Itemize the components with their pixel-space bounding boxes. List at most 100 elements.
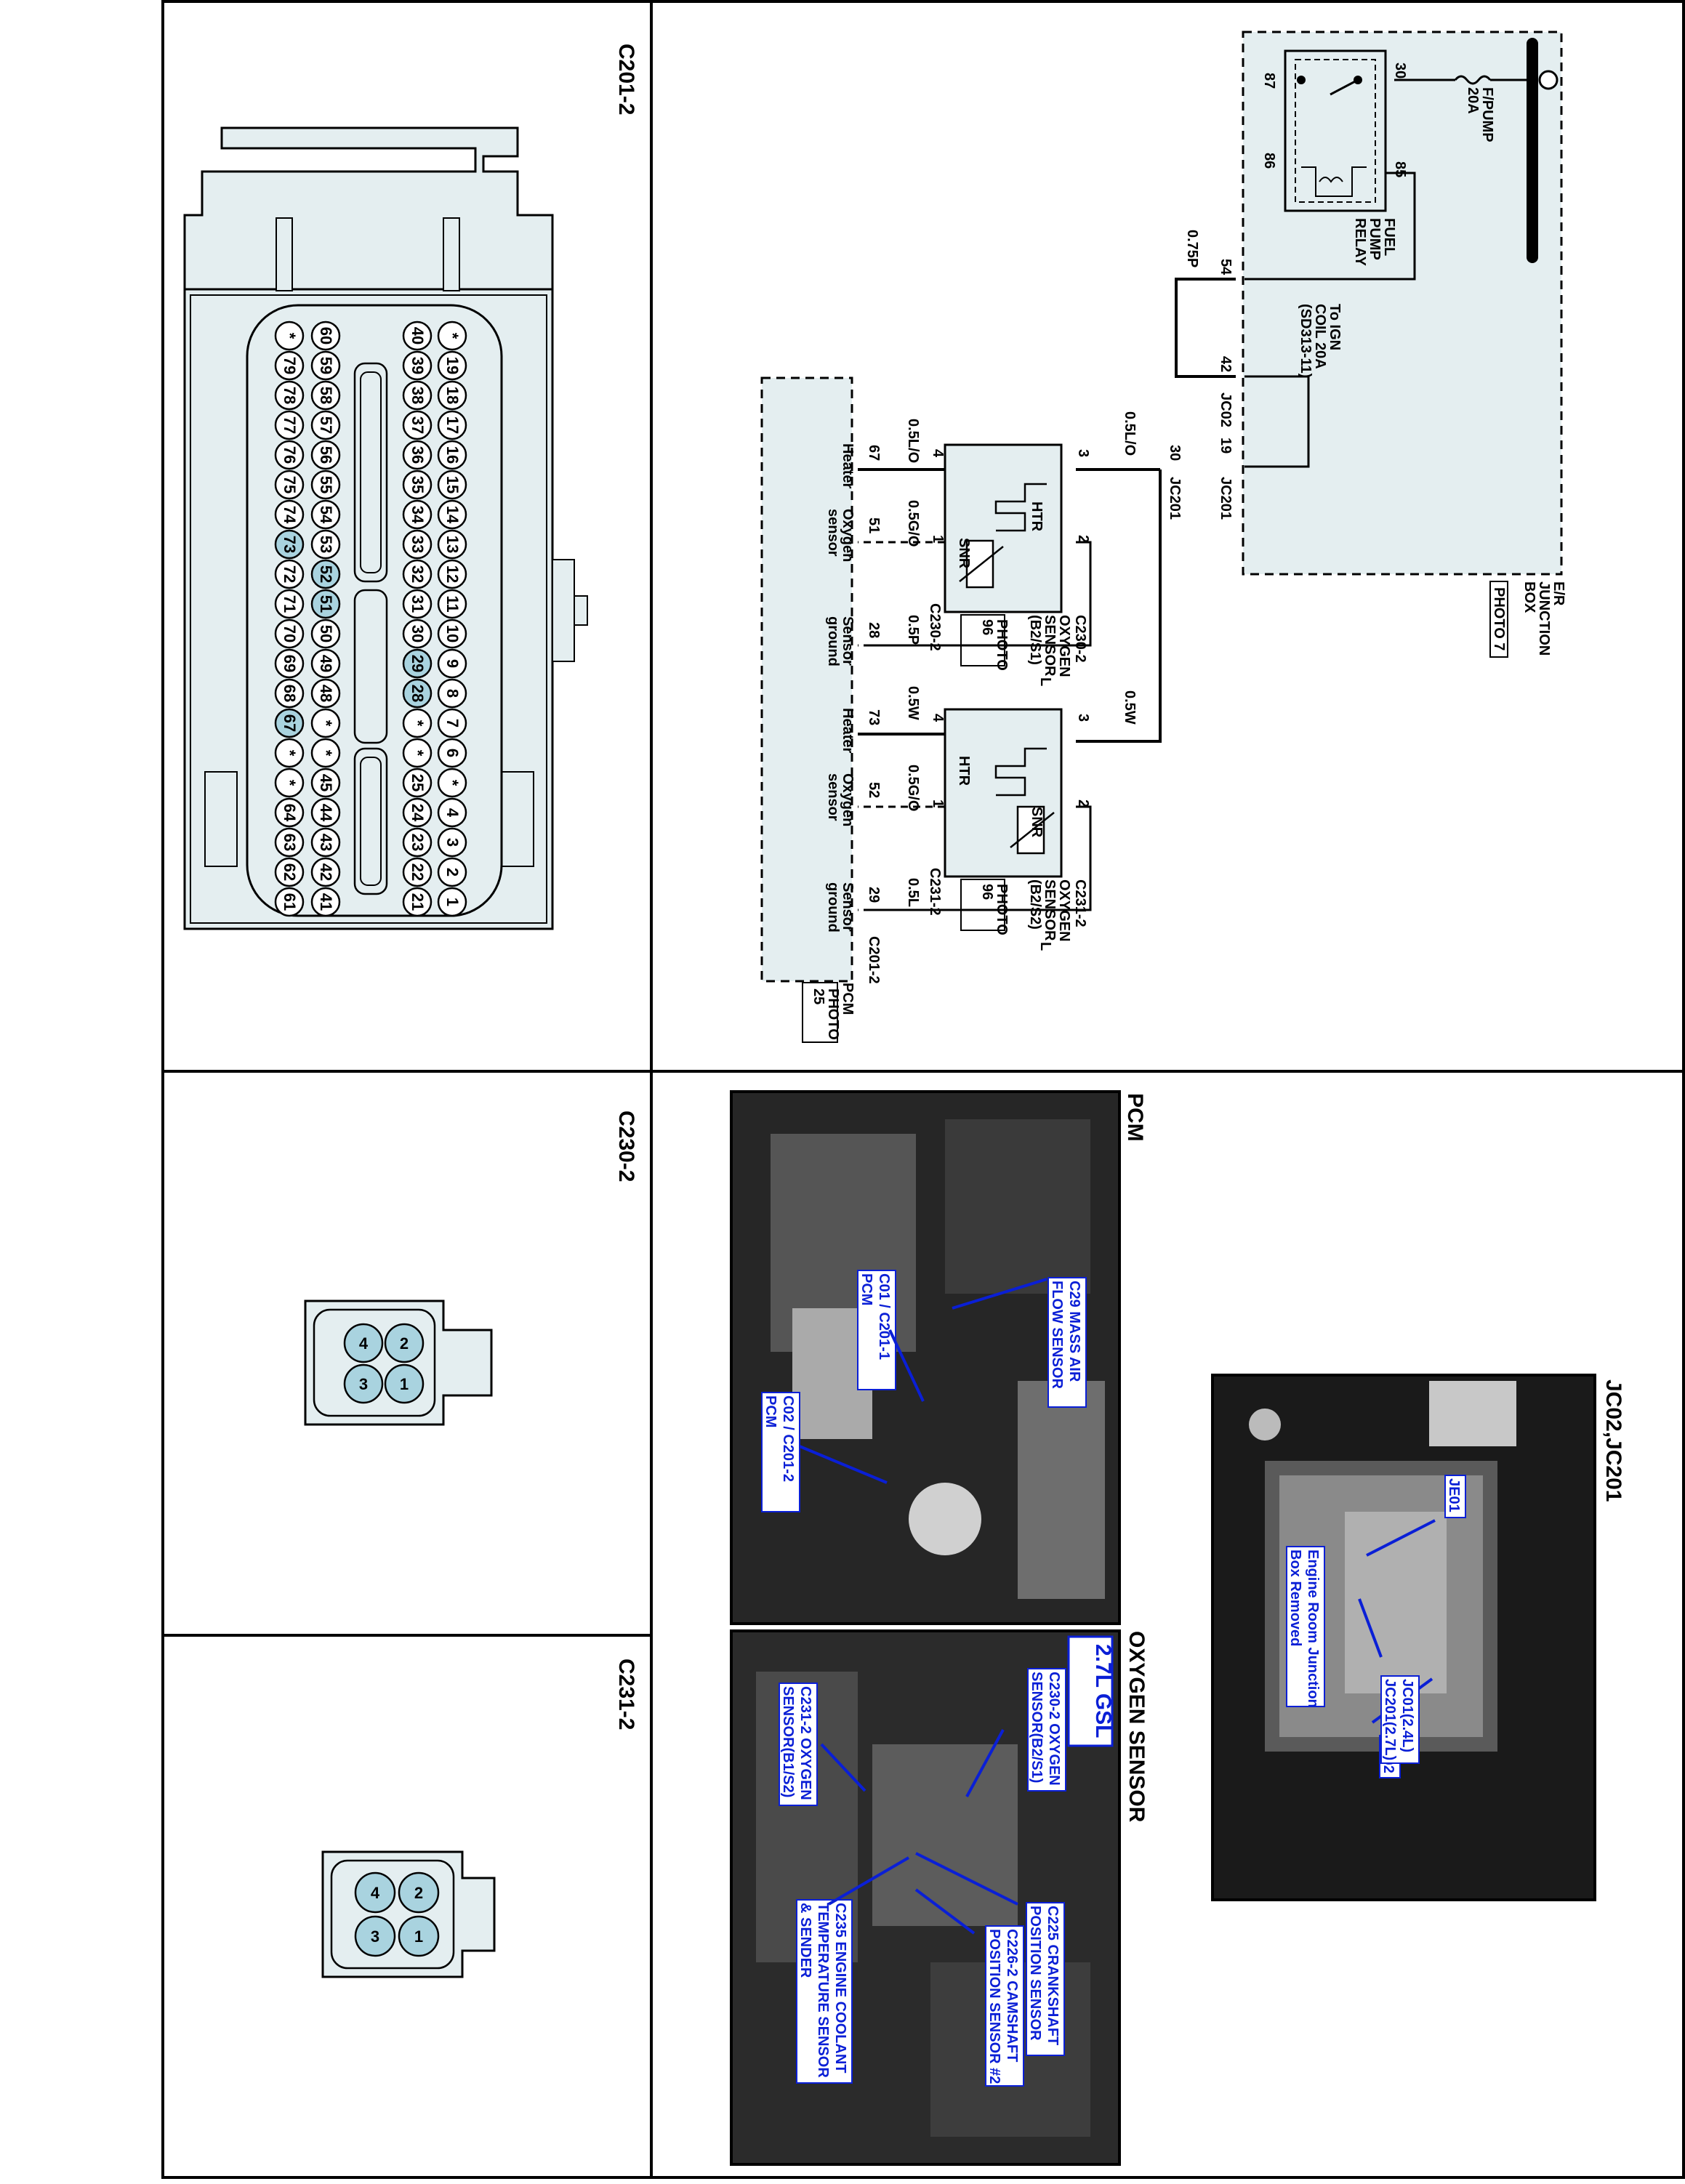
svg-text:30: 30: [409, 625, 427, 642]
c201-pin: 75: [274, 470, 305, 500]
svg-text:54: 54: [1218, 259, 1234, 275]
svg-text:HTR: HTR: [956, 756, 972, 786]
svg-text:C29 MASS AIR: C29 MASS AIR: [1066, 1281, 1082, 1382]
svg-text:10: 10: [443, 625, 462, 642]
svg-text:6: 6: [443, 749, 462, 757]
svg-text:61: 61: [281, 893, 299, 911]
c201-pin: 23: [402, 827, 433, 858]
connector-c230-2: C230-2 2 1 4 3: [304, 1111, 638, 1426]
svg-text:2: 2: [414, 1884, 423, 1902]
svg-text:7: 7: [443, 719, 462, 728]
svg-text:POSITION SENSOR #2: POSITION SENSOR #2: [986, 1929, 1002, 2084]
svg-text:48: 48: [317, 685, 335, 702]
svg-text:76: 76: [281, 446, 299, 464]
c201-pin: *: [437, 321, 467, 351]
c201-pin: 32: [402, 559, 433, 589]
c201-pin: 40: [402, 321, 433, 351]
svg-text:3: 3: [443, 838, 462, 847]
c201-pin: 11: [437, 589, 467, 619]
svg-text:51: 51: [866, 517, 882, 533]
svg-text:SNR: SNR: [1029, 807, 1045, 838]
svg-text:31: 31: [409, 595, 427, 613]
svg-text:19: 19: [443, 357, 462, 374]
svg-text:67: 67: [866, 445, 882, 461]
c201-pin: 39: [402, 350, 433, 381]
svg-text:73: 73: [866, 709, 882, 725]
c201-pin: *: [437, 767, 467, 798]
svg-text:Box Removed: Box Removed: [1287, 1550, 1303, 1646]
svg-text:PCM: PCM: [763, 1395, 779, 1427]
svg-text:9: 9: [443, 659, 462, 668]
svg-text:4: 4: [443, 808, 462, 818]
svg-text:0.75P: 0.75P: [1184, 230, 1200, 267]
svg-text:FUEL: FUEL: [1381, 218, 1397, 256]
c231-pin-2: 2: [398, 1871, 440, 1914]
c201-pin: 8: [437, 678, 467, 709]
svg-text:ground: ground: [825, 616, 841, 666]
svg-text:0.5P: 0.5P: [905, 615, 921, 645]
svg-text:3: 3: [371, 1927, 379, 1946]
c201-pin: 31: [402, 589, 433, 619]
svg-text:3: 3: [1075, 714, 1091, 722]
svg-text:12: 12: [443, 565, 462, 583]
svg-text:*: *: [409, 750, 427, 757]
c201-pin: *: [274, 321, 305, 351]
svg-text:sensor: sensor: [825, 509, 841, 557]
svg-text:45: 45: [317, 774, 335, 791]
svg-text:30: 30: [1167, 445, 1183, 461]
c201-pin: 64: [274, 797, 305, 828]
c201-pin: 60: [310, 321, 341, 351]
c230-pin-1: 1: [384, 1363, 425, 1404]
svg-text:*: *: [317, 750, 335, 757]
svg-text:75: 75: [281, 476, 299, 493]
connector-c201-title: C201-2: [614, 44, 638, 115]
svg-text:JUNCTION: JUNCTION: [1536, 581, 1552, 656]
connector-c230-title: C230-2: [614, 1111, 638, 1182]
c201-pin: 12: [437, 559, 467, 589]
svg-text:FLOW SENSOR: FLOW SENSOR: [1049, 1281, 1065, 1389]
svg-text:*: *: [317, 720, 335, 727]
c201-pin: 50: [310, 618, 341, 649]
svg-text:JC201: JC201: [1167, 477, 1183, 520]
c201-pin: 48: [310, 678, 341, 709]
svg-text:C201-2: C201-2: [866, 936, 882, 984]
pcm-box: [760, 376, 853, 983]
svg-text:67: 67: [281, 714, 299, 732]
svg-text:PHOTO: PHOTO: [825, 988, 841, 1040]
svg-text:1: 1: [414, 1927, 423, 1946]
c201-pin: 30: [402, 618, 433, 649]
c201-pin: 78: [274, 380, 305, 411]
c201-pin: 15: [437, 470, 467, 500]
fuel-pump-relay: [1284, 49, 1387, 212]
svg-text:35: 35: [409, 476, 427, 493]
svg-text:74: 74: [281, 506, 299, 524]
er-box-label: E/R JUNCTION BOX: [1521, 581, 1567, 656]
svg-text:78: 78: [281, 387, 299, 404]
c201-pin: *: [310, 738, 341, 768]
c201-pin: 43: [310, 827, 341, 858]
c231-pin-1: 1: [398, 1915, 440, 1957]
svg-text:51: 51: [317, 595, 335, 613]
svg-text:RELAY: RELAY: [1352, 218, 1368, 267]
c201-pin: 42: [310, 857, 341, 887]
svg-text:0.5G/O: 0.5G/O: [905, 765, 921, 811]
svg-text:33: 33: [409, 536, 427, 553]
svg-text:*: *: [281, 750, 299, 757]
c201-pin: 2: [437, 857, 467, 887]
svg-text:8: 8: [443, 689, 462, 698]
oxygen-sensor-b2-s1: [944, 443, 1063, 613]
svg-text:60: 60: [317, 327, 335, 344]
svg-text:2: 2: [443, 868, 462, 877]
fuse-label: F/PUMP 20A: [1465, 87, 1495, 142]
svg-text:29: 29: [409, 655, 427, 672]
svg-text:1: 1: [443, 898, 462, 906]
c201-pin: *: [274, 767, 305, 798]
svg-text:sensor: sensor: [825, 773, 841, 821]
c201-pin: 45: [310, 767, 341, 798]
c201-pin: 59: [310, 350, 341, 381]
svg-text:JC02: JC02: [1218, 392, 1234, 427]
svg-text:*: *: [443, 333, 462, 339]
svg-text:77: 77: [281, 416, 299, 434]
svg-text:1: 1: [930, 535, 946, 543]
svg-text:37: 37: [409, 416, 427, 434]
